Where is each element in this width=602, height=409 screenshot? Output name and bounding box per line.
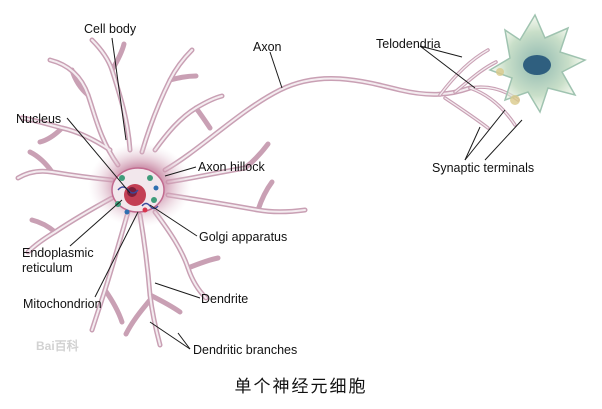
label-golgi-apparatus: Golgi apparatus xyxy=(199,230,288,244)
label-cell-body: Cell body xyxy=(84,22,137,36)
watermark: Bai百科 xyxy=(36,339,79,353)
label-mitochondrion: Mitochondrion xyxy=(23,297,102,311)
label-nucleus: Nucleus xyxy=(16,112,62,126)
cell-body xyxy=(88,143,192,227)
label-synaptic-terminals: Synaptic terminals xyxy=(432,161,535,175)
label-endoplasmic: Endoplasmic xyxy=(22,246,94,260)
label-telodendria: Telodendria xyxy=(376,37,441,51)
leader-lines xyxy=(66,37,523,350)
label-axon-hillock: Axon hillock xyxy=(198,160,265,174)
label-axon: Axon xyxy=(253,40,282,54)
target-cell xyxy=(488,13,587,114)
label-reticulum: reticulum xyxy=(22,261,73,275)
label-dendrite: Dendrite xyxy=(201,292,249,306)
caption: 单个神经元细胞 xyxy=(234,377,368,397)
label-dendritic-branches: Dendritic branches xyxy=(193,343,298,357)
axon-fiber xyxy=(162,48,520,173)
target-nucleus xyxy=(523,55,551,75)
